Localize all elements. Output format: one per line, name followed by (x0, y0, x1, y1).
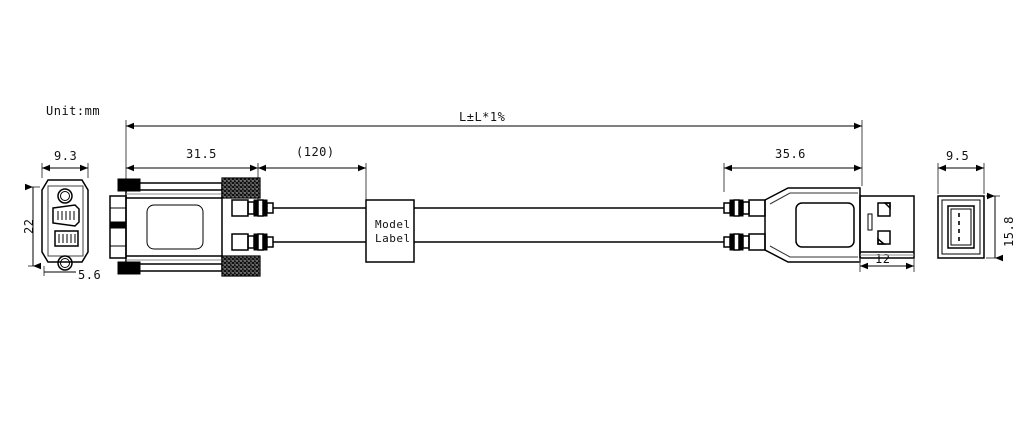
dimension-right-face-width: 9.5 (946, 149, 970, 163)
dimension-left-face-width: 9.3 (54, 149, 78, 163)
dimension-group-left-width (41, 163, 89, 178)
dimension-right-connector-length: 35.6 (775, 147, 806, 161)
dimension-label-offset: (120) (296, 145, 335, 159)
right-strain-relief-boots (723, 199, 766, 251)
model-label-box (365, 199, 415, 263)
dimension-group-overall-length (125, 120, 863, 186)
dimension-group-left-bottom (43, 266, 76, 276)
dimension-group-120 (257, 163, 367, 200)
dimension-group-35-6 (723, 163, 863, 192)
model-label-line2: Label (375, 232, 411, 245)
model-label-line1: Model (375, 218, 411, 231)
dimension-left-face-bottom: 5.6 (78, 268, 102, 282)
cable-body (273, 207, 724, 243)
dimension-overall-length: L±L*1% (459, 110, 506, 124)
usb-a-front-view (937, 195, 985, 259)
dimension-left-connector-length: 31.5 (186, 147, 217, 161)
dimension-group-right-height (986, 192, 1003, 262)
left-connector-side-view (109, 177, 261, 277)
left-connector-front-view (41, 179, 89, 271)
dimension-group-left-height (25, 183, 41, 270)
unit-note: Unit:mm (46, 104, 101, 118)
dimension-group-usb-shell-width (859, 258, 915, 272)
left-strain-relief-boots (231, 199, 274, 251)
dimension-group-right-width (937, 163, 985, 194)
usb-a-connector-side-view (764, 187, 915, 263)
